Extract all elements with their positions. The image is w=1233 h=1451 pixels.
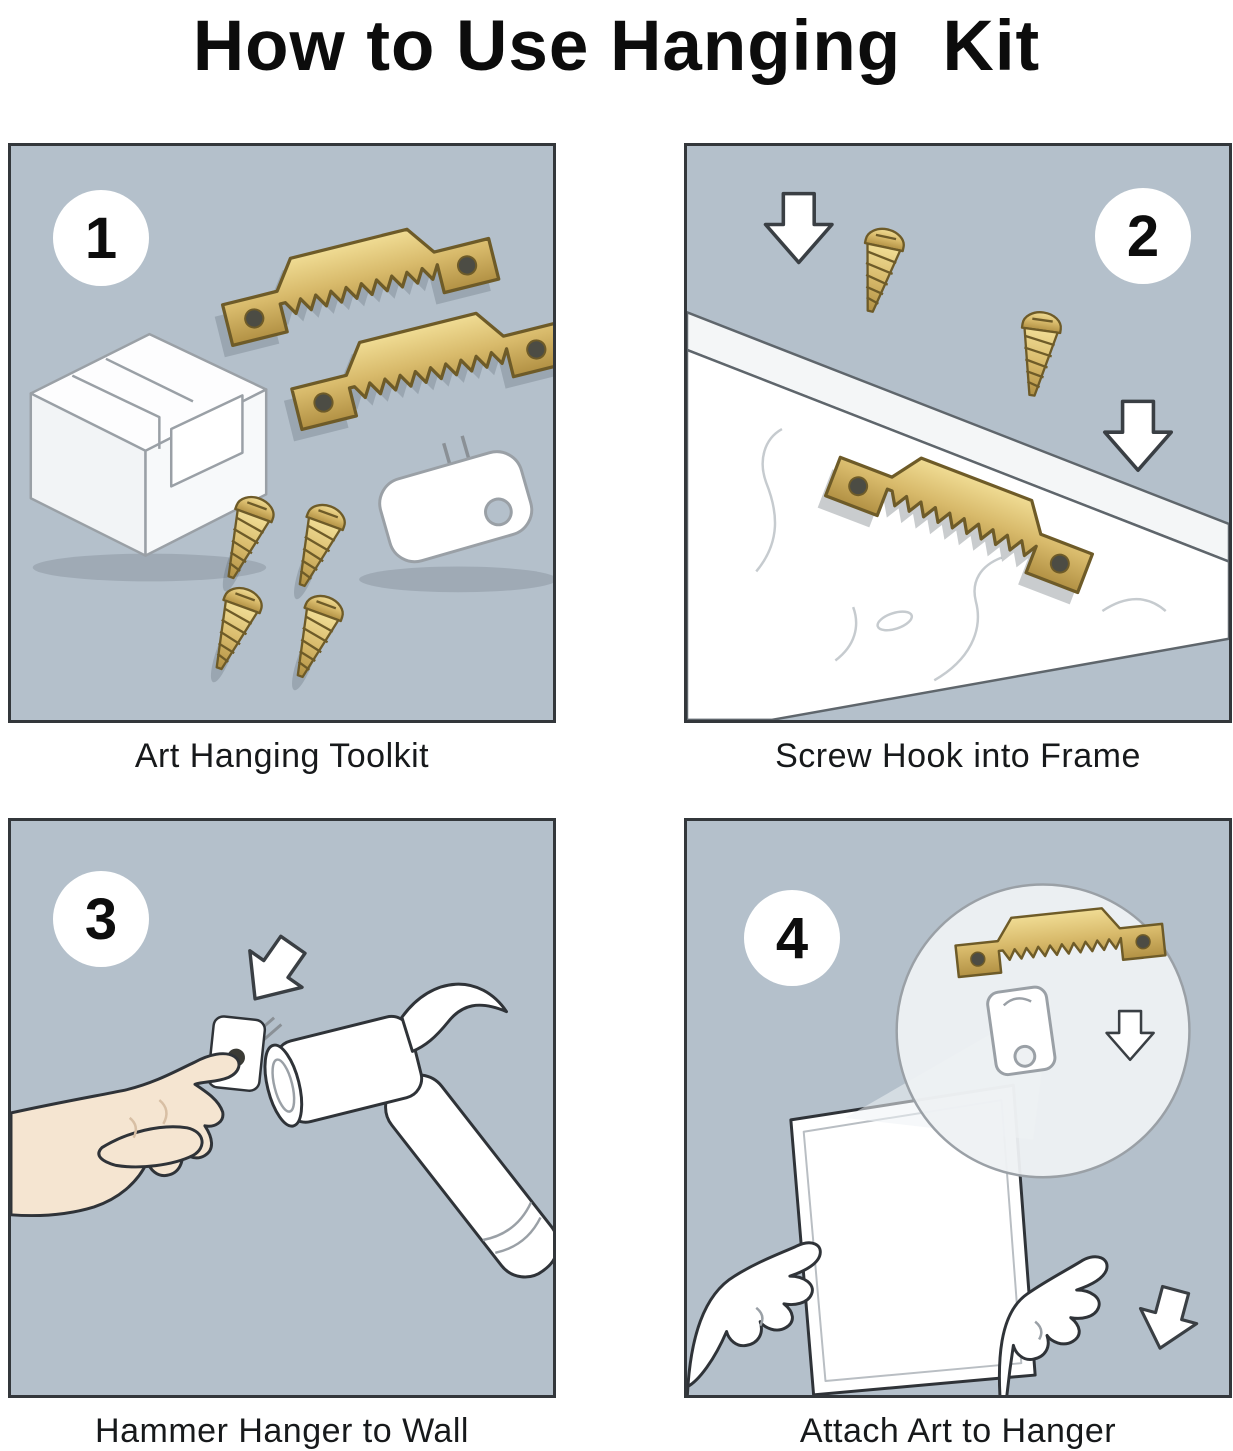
screw-icon <box>1011 308 1064 400</box>
step-number-badge: 3 <box>53 871 149 967</box>
step-3-panel: 3 <box>8 818 556 1398</box>
step-3-illustration <box>11 924 553 1279</box>
screws-group <box>199 490 351 691</box>
step-2-panel: 2 <box>684 143 1232 723</box>
page-title: How to Use Hanging Kit <box>192 7 1041 86</box>
hand-icon <box>687 1241 1109 1395</box>
panel-caption: Art Hanging Toolkit <box>134 737 430 775</box>
step-3-cell: 3 Hammer Hanger to Wall <box>8 818 556 1451</box>
hand-icon <box>11 1052 241 1217</box>
screw-icon <box>199 581 267 676</box>
step-1-panel: 1 <box>8 143 556 723</box>
toolkit-case-icon <box>29 332 268 582</box>
step-1-illustration <box>29 146 553 691</box>
sawtooth-hanger-icon <box>285 295 553 430</box>
step-number-badge: 1 <box>53 190 149 286</box>
screw-icon <box>850 224 908 317</box>
step-4-illustration <box>687 883 1206 1395</box>
step-number-badge: 4 <box>744 890 840 986</box>
down-arrow-icon <box>227 924 321 1019</box>
step-4-panel: 4 <box>684 818 1232 1398</box>
step-2-cell: 2 Screw Hook into Frame <box>684 143 1232 776</box>
panel-caption: Hammer Hanger to Wall <box>95 1412 469 1450</box>
screw-icon <box>280 589 349 684</box>
down-arrow-icon <box>1102 399 1174 472</box>
panel-caption: Attach Art to Hanger <box>799 1412 1117 1450</box>
down-arrow-icon <box>763 191 834 265</box>
step-4-cell: 4 Attach Art to Hanger <box>684 818 1232 1451</box>
panel-caption: Screw Hook into Frame <box>775 737 1141 775</box>
plastic-hook-icon <box>365 421 540 570</box>
wood-grain <box>755 427 1167 682</box>
plastic-hook-icon <box>986 985 1057 1077</box>
step-1-cell: 1 Art Hanging Toolkit <box>8 143 556 776</box>
step-2-illustration <box>687 191 1229 720</box>
step-number-badge: 2 <box>1095 188 1191 284</box>
hammer-icon <box>263 982 553 1279</box>
screw-icon <box>282 498 351 593</box>
hook-shadow <box>359 566 553 593</box>
down-arrow-icon <box>1130 1280 1206 1358</box>
